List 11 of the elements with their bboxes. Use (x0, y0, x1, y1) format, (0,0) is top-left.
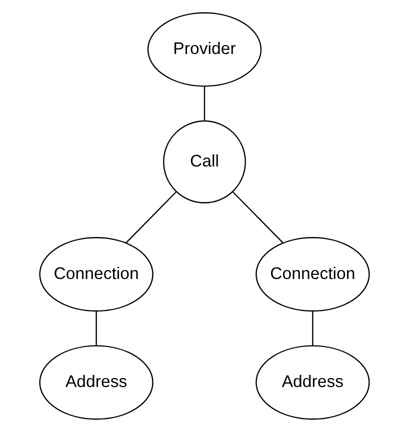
connector (95, 311, 96, 346)
node-ellipse: Connection (255, 237, 370, 312)
connector (232, 192, 283, 244)
node-ellipse: Connection (38, 237, 153, 312)
connector (312, 311, 313, 346)
node-ellipse: Address (38, 345, 153, 420)
node-ellipse: Address (255, 345, 370, 420)
connector (125, 192, 176, 244)
node-circle: Call (162, 120, 246, 204)
node-ellipse: Provider (146, 12, 262, 87)
connector (203, 86, 205, 121)
